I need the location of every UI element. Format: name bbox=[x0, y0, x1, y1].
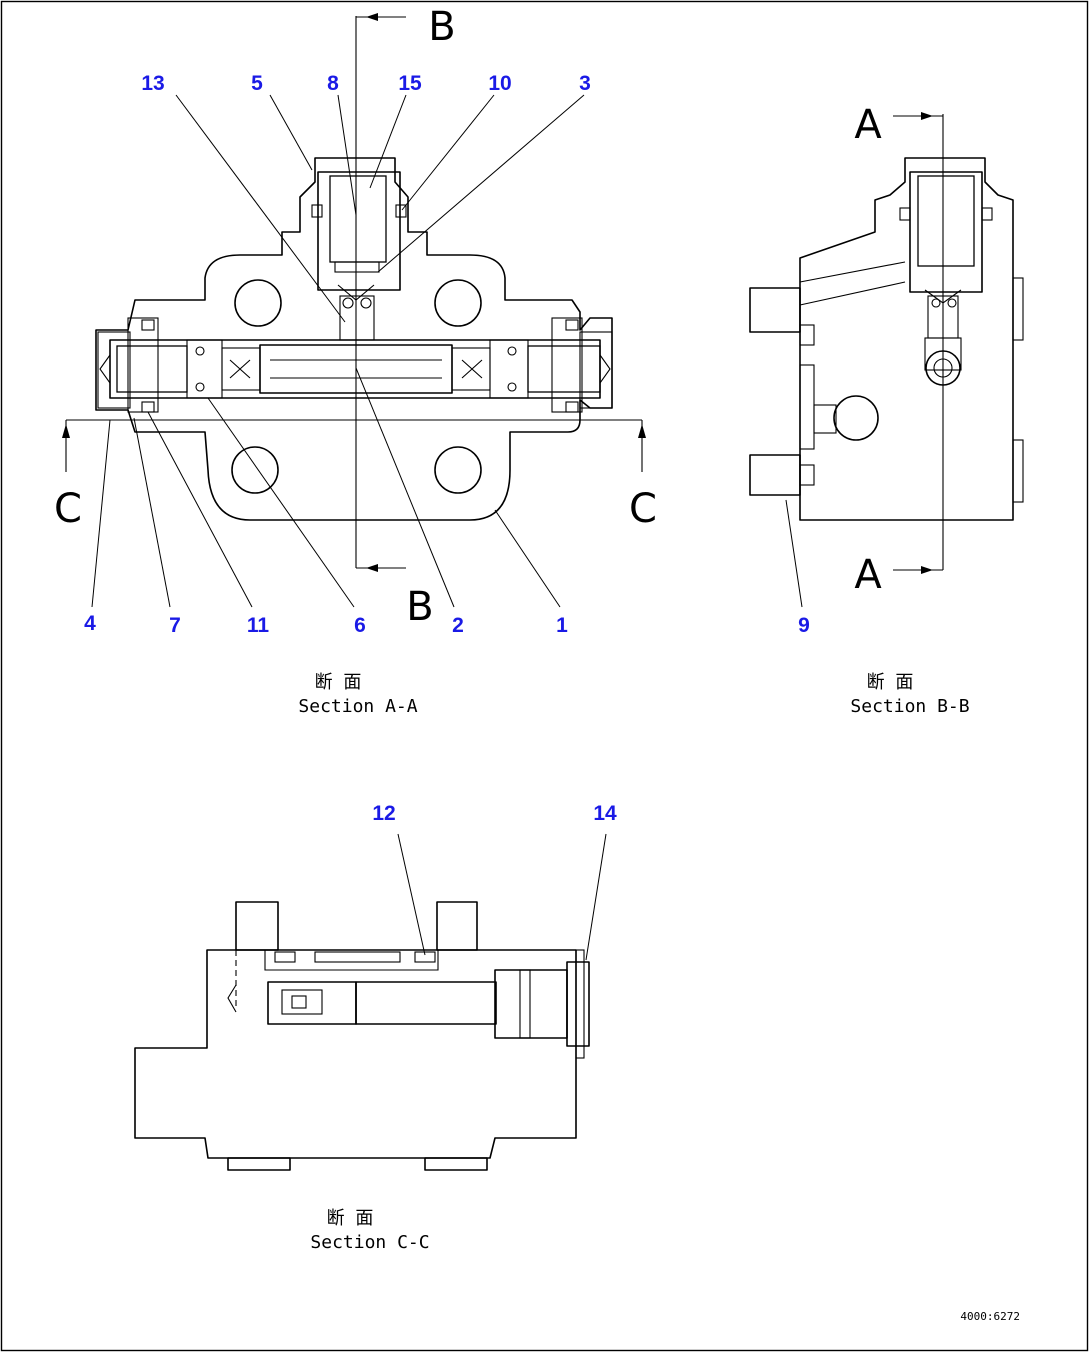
callout-9: 9 bbox=[798, 614, 810, 637]
mount-hole-ll bbox=[231, 446, 279, 494]
section-c-c-view: 12 14 断 面 Section C-C bbox=[134, 802, 617, 1253]
valve-body-outline bbox=[95, 157, 613, 521]
callout-15: 15 bbox=[398, 72, 422, 95]
callout-7: 7 bbox=[169, 614, 181, 637]
caption-section-c-c: Section C-C bbox=[310, 1232, 429, 1253]
callout-2: 2 bbox=[452, 614, 464, 637]
callout-14: 14 bbox=[593, 802, 617, 825]
callout-8: 8 bbox=[327, 72, 339, 95]
section-b-b-view: A A 9 断 面 Section B-B bbox=[749, 102, 1024, 717]
side-spring bbox=[917, 175, 975, 267]
caption-section-b-b: Section B-B bbox=[850, 696, 969, 717]
mount-hole-ul bbox=[234, 279, 282, 327]
cut-label-c-left: C bbox=[54, 486, 82, 532]
callout-10: 10 bbox=[488, 72, 511, 95]
top-spring bbox=[329, 175, 387, 263]
section-a-a-view: B B C C 13 5 8 15 10 3 4 7 11 6 2 1 断 面 … bbox=[54, 4, 657, 717]
cut-label-c-right: C bbox=[629, 486, 657, 532]
caption-jp-b: 断 面 bbox=[867, 672, 914, 693]
cut-label-b-bottom: B bbox=[406, 584, 433, 630]
caption-jp-a: 断 面 bbox=[315, 672, 362, 693]
side-body-outline bbox=[799, 157, 1014, 521]
mount-hole-ur bbox=[434, 279, 482, 327]
drawing-code: 4000:6272 bbox=[960, 1310, 1020, 1323]
callout-11: 11 bbox=[247, 614, 270, 637]
callout-3: 3 bbox=[579, 72, 591, 95]
mount-hole-lr bbox=[434, 446, 482, 494]
callout-5: 5 bbox=[251, 72, 263, 95]
cut-label-a-top: A bbox=[854, 102, 882, 148]
cut-label-a-bottom: A bbox=[854, 552, 882, 598]
callout-12: 12 bbox=[372, 802, 395, 825]
callout-13: 13 bbox=[141, 72, 164, 95]
caption-section-a-a: Section A-A bbox=[298, 696, 417, 717]
bottom-body-outline bbox=[134, 949, 577, 1159]
cut-label-b-top: B bbox=[428, 4, 455, 50]
callout-6: 6 bbox=[354, 614, 366, 637]
caption-jp-c: 断 面 bbox=[327, 1208, 374, 1229]
callout-4: 4 bbox=[84, 612, 96, 635]
callout-1: 1 bbox=[556, 614, 568, 637]
right-spring bbox=[527, 345, 601, 393]
